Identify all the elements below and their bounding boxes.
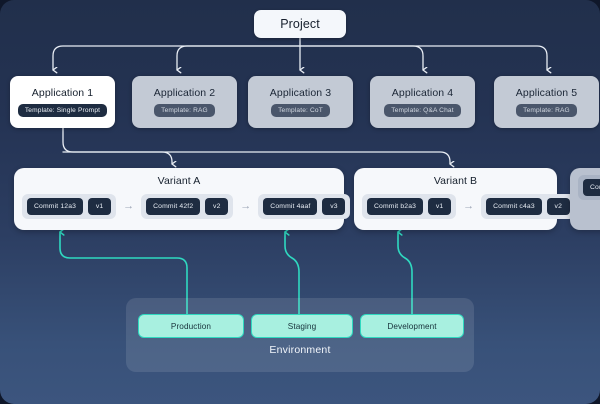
variant-title: Variant B (433, 175, 478, 187)
commit-chip[interactable]: Commit b2a3 (367, 198, 424, 215)
application-title: Application 2 (153, 87, 216, 99)
wire-project-to-apps (52, 37, 547, 70)
environment-panel: Production Staging Development Environme… (126, 298, 474, 372)
application-title: Application 1 (31, 87, 94, 99)
variant-card-b[interactable]: Variant B Commit b2a3 v1 → Commit c4a3 v… (354, 168, 575, 230)
commit-row: Commit b2a3 v1 → Commit c4a3 v2 (354, 194, 575, 219)
environment-pill-development[interactable]: Development (360, 314, 464, 338)
commit-group[interactable]: Commit 12a3 v1 (22, 194, 117, 219)
project-node[interactable]: Project (254, 10, 346, 38)
application-template-badge: Template: CoT (271, 104, 330, 117)
commit-chip[interactable]: Commit 42f2 (146, 198, 201, 215)
application-card-1[interactable]: Application 1 Template: Single Prompt (10, 76, 115, 128)
environment-panel-title: Environment (269, 344, 331, 356)
commit-chip[interactable]: Commit c4a3 (486, 198, 542, 215)
project-label: Project (280, 17, 320, 31)
commit-group[interactable]: Commit 42f2 v2 (141, 194, 234, 219)
application-title: Application 5 (515, 87, 578, 99)
version-chip[interactable]: v1 (428, 198, 452, 215)
application-card-5[interactable]: Application 5 Template: RAG (494, 76, 599, 128)
environment-pill-production[interactable]: Production (138, 314, 244, 338)
application-card-4[interactable]: Application 4 Template: Q&A Chat (370, 76, 475, 128)
environment-label: Production (170, 321, 212, 331)
wire-app1-to-variants (62, 127, 450, 164)
commit-group[interactable]: Commit c4a3 v2 (481, 194, 575, 219)
application-title: Application 3 (269, 87, 332, 99)
environment-label: Development (387, 321, 437, 331)
commit-chip[interactable]: Commit 12a3 (27, 198, 84, 215)
version-chip[interactable]: v2 (205, 198, 229, 215)
application-template-badge: Template: RAG (516, 104, 577, 117)
variant-title: Variant A (157, 175, 201, 187)
application-template-badge: Template: RAG (154, 104, 215, 117)
application-template-badge: Template: Single Prompt (17, 104, 108, 117)
commit-arrow-icon: → (240, 200, 252, 212)
application-card-3[interactable]: Application 3 Template: CoT (248, 76, 353, 128)
environment-label: Staging (287, 321, 317, 331)
application-card-2[interactable]: Application 2 Template: RAG (132, 76, 237, 128)
commit-group[interactable]: Commit b2a3 v1 (362, 194, 457, 219)
commit-chip[interactable]: Com (583, 179, 600, 196)
commit-arrow-icon: → (123, 200, 135, 212)
commit-arrow-icon: → (463, 200, 475, 212)
environment-pill-staging[interactable]: Staging (251, 314, 353, 338)
commit-chip[interactable]: Commit 4aaf (263, 198, 318, 215)
version-chip[interactable]: v2 (546, 198, 570, 215)
commit-row: Com (570, 175, 600, 200)
application-title: Application 4 (391, 87, 454, 99)
application-template-badge: Template: Q&A Chat (384, 104, 461, 117)
version-chip[interactable]: v1 (88, 198, 112, 215)
commit-group[interactable]: Commit 4aaf v3 (258, 194, 351, 219)
commit-group[interactable]: Com (578, 175, 600, 200)
commit-row: Commit 12a3 v1 → Commit 42f2 v2 → Commit… (14, 194, 351, 219)
variant-card-c-clipped[interactable]: Com (570, 168, 600, 230)
version-chip[interactable]: v3 (322, 198, 346, 215)
variant-card-a[interactable]: Variant A Commit 12a3 v1 → Commit 42f2 v… (14, 168, 351, 230)
